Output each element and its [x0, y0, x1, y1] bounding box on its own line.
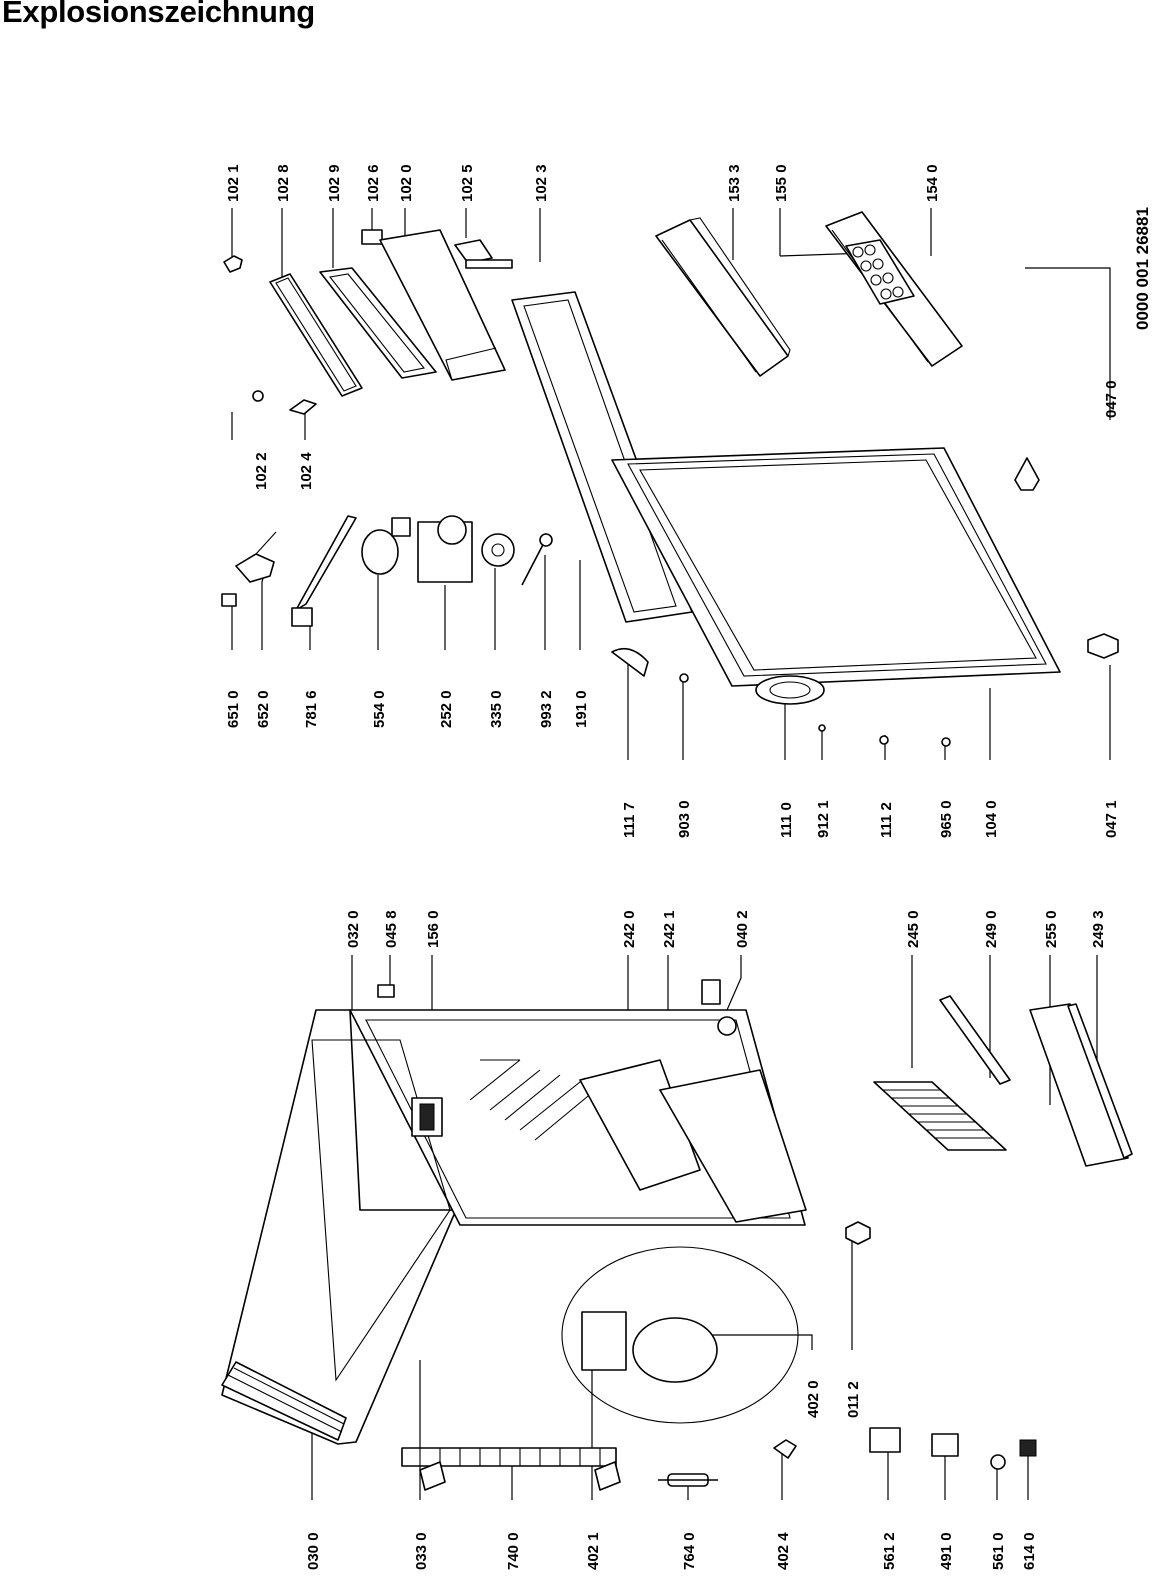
part-label: 614 0	[1021, 1532, 1038, 1570]
part-label: 402 1	[585, 1532, 602, 1570]
part-label: 102 3	[533, 164, 550, 202]
part-label: 102 6	[365, 164, 382, 202]
part-label: 030 0	[305, 1532, 322, 1570]
part-label: 335 0	[488, 690, 505, 728]
part-label: 102 0	[398, 164, 415, 202]
part-label: 249 3	[1090, 910, 1107, 948]
part-label: 249 0	[983, 910, 1000, 948]
part-label: 764 0	[681, 1532, 698, 1570]
part-label: 153 3	[726, 164, 743, 202]
part-label: 651 0	[225, 690, 242, 728]
part-label: 993 2	[538, 690, 555, 728]
part-label: 047 1	[1103, 800, 1120, 838]
part-label: 903 0	[676, 800, 693, 838]
part-label: 781 6	[303, 690, 320, 728]
part-label: 033 0	[413, 1532, 430, 1570]
part-label: 111 0	[778, 802, 795, 838]
part-label: 242 0	[621, 910, 638, 948]
part-label: 491 0	[938, 1532, 955, 1570]
part-label: 032 0	[345, 910, 362, 948]
part-label: 561 0	[990, 1532, 1007, 1570]
part-label: 102 9	[326, 164, 343, 202]
part-label: 156 0	[425, 910, 442, 948]
part-label: 252 0	[438, 690, 455, 728]
part-label: 104 0	[983, 800, 1000, 838]
part-label: 102 5	[459, 164, 476, 202]
part-label: 154 0	[924, 164, 941, 202]
part-label: 740 0	[505, 1532, 522, 1570]
part-label: 652 0	[255, 690, 272, 728]
part-label: 040 2	[734, 910, 751, 948]
part-label: 102 4	[298, 452, 315, 490]
part-label: 402 4	[775, 1532, 792, 1570]
part-drawings	[221, 211, 1133, 1491]
part-label: 191 0	[573, 690, 590, 728]
part-label: 155 0	[773, 164, 790, 202]
part-label: 102 8	[275, 164, 292, 202]
part-label: 402 0	[805, 1380, 822, 1418]
part-label: 912 1	[815, 800, 832, 838]
part-label: 245 0	[905, 910, 922, 948]
part-label: 047 0	[1103, 380, 1120, 418]
part-number-labels: 102 1 102 8 102 9 102 6 102 0 102 5 102 …	[225, 164, 1152, 1570]
part-label: 011 2	[845, 1381, 862, 1418]
part-label: 965 0	[938, 800, 955, 838]
part-label: 554 0	[371, 690, 388, 728]
part-label: 102 2	[253, 452, 270, 490]
part-label: 045 8	[383, 910, 400, 948]
part-label: 102 1	[225, 164, 242, 202]
part-label: 111 7	[621, 802, 638, 838]
part-label: 111 2	[878, 802, 895, 838]
part-label: 561 2	[881, 1532, 898, 1570]
page-title: Explosionszeichnung	[2, 0, 315, 29]
part-label: 255 0	[1043, 910, 1060, 948]
document-number: 0000 001 26881	[1133, 207, 1152, 330]
part-label: 242 1	[661, 910, 678, 948]
